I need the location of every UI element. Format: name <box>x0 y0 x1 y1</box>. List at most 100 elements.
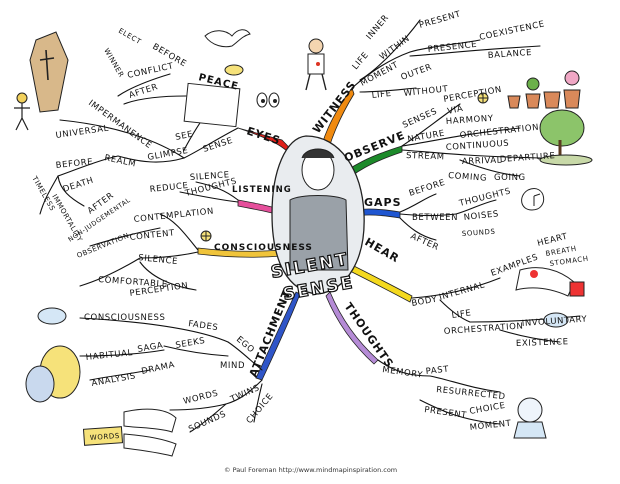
illustrations <box>14 29 593 457</box>
word-via: VIA <box>447 104 465 117</box>
branch-consciousness <box>197 247 283 258</box>
sun-icon <box>224 64 244 76</box>
hands-note-icon <box>82 408 177 457</box>
word-noises: NOISES <box>463 209 499 223</box>
word-arrival: ARRIVAL <box>462 156 502 167</box>
word-nature: NATURE <box>407 129 446 145</box>
peace-document-icon <box>183 82 241 128</box>
word-sounds-2: SOUNDS <box>187 409 228 434</box>
thoughts-words: MEMORY PAST RESURRECTED PRESENT CHOICE M… <box>382 365 513 433</box>
word-glimpse: GLIMPSE <box>147 146 189 163</box>
word-outer: OUTER <box>400 62 434 82</box>
word-after-2: AFTER <box>128 82 160 101</box>
main-branches <box>197 87 413 381</box>
word-existence: EXISTENCE <box>516 337 569 349</box>
word-internal: INTERNAL <box>438 280 486 303</box>
word-realm: REALM <box>103 153 137 169</box>
music-note-icon <box>521 188 545 211</box>
word-involuntary: INVOLUNTARY <box>522 314 588 329</box>
word-conflict: CONFLICT <box>127 61 175 81</box>
word-silence-2: SILENCE <box>190 170 230 183</box>
branch-label-hear: HEAR <box>363 235 402 265</box>
word-memory: MEMORY <box>382 365 424 381</box>
word-life: LIFE <box>351 50 371 72</box>
tree-icon <box>539 109 593 166</box>
word-life-3: LIFE <box>451 308 472 321</box>
word-resurrected: RESURRECTED <box>436 385 506 402</box>
word-present: PRESENT <box>418 9 462 30</box>
cross-icon <box>39 49 55 81</box>
central-figure <box>271 135 365 295</box>
word-mind: MIND <box>220 361 245 371</box>
listening-words: SILENCE THOUGHTS REDUCE <box>149 170 238 199</box>
word-words: WORDS <box>182 389 219 407</box>
branch-label-gaps: GAPS <box>364 196 402 209</box>
credit-line: © Paul Foreman http://www.mindmapinspira… <box>224 466 397 474</box>
word-departure: DEPARTURE <box>500 151 556 165</box>
word-habitual: HABITUAL <box>85 348 133 363</box>
word-fades: FADES <box>188 319 219 333</box>
word-stomach: STOMACH <box>549 255 589 268</box>
word-coming: COMING <box>448 171 488 184</box>
word-comfortable: COMFORTABLE <box>98 275 168 290</box>
word-balance: BALANCE <box>488 48 533 61</box>
word-body: BODY <box>411 295 439 309</box>
word-going: GOING <box>494 173 526 183</box>
witness-words: LIFE INNER WITHIN PRESENT MOMENT PRESENC… <box>351 9 546 101</box>
word-after-3: AFTER <box>409 232 441 253</box>
word-present-2: PRESENT <box>424 405 468 421</box>
word-orchestration: ORCHESTRATION <box>459 123 539 141</box>
word-content: CONTENT <box>129 228 175 243</box>
attachment-words: EGO FADES CONSCIOUSNESS MIND SEEKS SAGA … <box>84 313 276 442</box>
word-analysis: ANALYSIS <box>91 371 137 389</box>
word-drama: DRAMA <box>141 360 176 377</box>
word-universal: UNIVERSAL <box>55 124 110 141</box>
word-timeless: TIMELESS <box>30 174 57 212</box>
word-past: PAST <box>425 365 450 377</box>
word-perception: PERCEPTION <box>443 85 503 105</box>
word-continuous: CONTINUOUS <box>446 139 510 153</box>
reclining-person-icon <box>515 267 585 297</box>
word-before-3: BEFORE <box>408 178 447 199</box>
word-between: BETWEEN <box>412 213 458 223</box>
thought-bubble-icon <box>543 312 569 328</box>
word-words-note: WORDS <box>90 432 121 442</box>
branch-label-listening: LISTENING <box>232 185 292 195</box>
branch-attachment <box>255 291 301 381</box>
word-consciousness: CONSCIOUSNESS <box>84 313 165 323</box>
coffin-icon <box>29 31 69 113</box>
word-silence: SILENCE <box>138 253 179 267</box>
branch-thoughts <box>325 291 379 365</box>
word-saga: SAGA <box>137 341 164 355</box>
word-inner: INNER <box>365 13 392 42</box>
theater-masks-icon <box>25 345 81 403</box>
word-twins: TWINS <box>228 383 261 405</box>
sub-branches <box>39 19 581 433</box>
word-choice: CHOICE <box>469 401 507 417</box>
word-before: BEFORE <box>55 157 94 171</box>
branch-label-consciousness: CONSCIOUSNESS <box>214 243 313 253</box>
word-death: DEATH <box>62 176 95 195</box>
plant-pots-icon <box>507 70 581 109</box>
person-figure-icon <box>14 92 30 131</box>
word-elect: ELECT <box>117 27 143 46</box>
word-reduce: REDUCE <box>149 181 189 195</box>
eyes-icon <box>256 92 280 108</box>
word-see: SEE <box>175 129 195 143</box>
word-observation: OBSERVATION <box>76 232 131 260</box>
word-seeks: SEEKS <box>175 336 206 351</box>
word-thoughts: THOUGHTS <box>457 186 512 209</box>
gaps-words: BEFORE BETWEEN AFTER THOUGHTS NOISES SOU… <box>408 178 512 253</box>
word-life-2: LIFE <box>371 89 392 101</box>
dove-icon <box>204 29 251 48</box>
word-without: WITHOUT <box>403 84 449 99</box>
thought-bubble-icon <box>37 307 67 325</box>
target-icon <box>200 230 212 242</box>
target-icon <box>477 92 489 104</box>
crystal-ball-icon <box>513 397 547 439</box>
branch-hear <box>335 257 413 303</box>
word-moment-2: MOMENT <box>469 419 512 433</box>
branch-label-eyes: EYES <box>245 124 282 147</box>
